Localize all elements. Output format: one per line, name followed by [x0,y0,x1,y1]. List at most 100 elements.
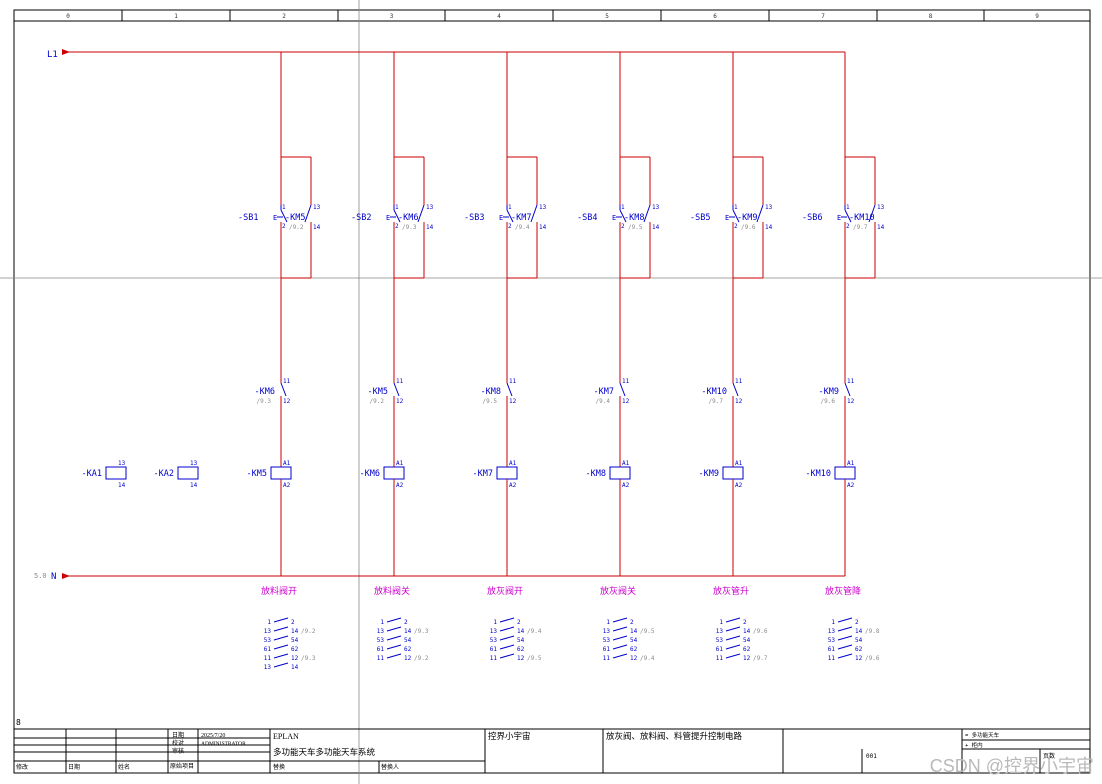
xref-terminal: 12 [743,655,751,662]
button-tag: -SB4 [577,213,597,223]
xref-page-ref: /9.6 [753,628,768,635]
tb-software: EPLAN [273,732,299,741]
coil-tag: -KM10 [805,469,831,479]
hold-contact-ref: /9.6 [741,224,756,231]
terminal-number: 2 [508,223,512,230]
tb-original-label: 原始项目 [170,762,194,770]
xref-terminal: 13 [264,628,272,635]
xref-terminal: 14 [855,628,863,635]
coil-box [105,466,127,480]
xref-terminal: 53 [828,637,836,644]
interlock-tag: -KM8 [481,387,501,397]
xref-contact [273,662,289,668]
xref-terminal: 2 [404,619,408,626]
terminal-number: 14 [652,224,660,231]
xref-contact [725,653,741,659]
xref-terminal: 1 [267,619,271,626]
button-contact-blade [732,209,740,223]
tb-right-1: = 多功能天车 [965,731,1000,739]
xref-terminal: 62 [517,646,525,653]
xref-terminal: 2 [630,619,634,626]
xref-terminal: 54 [855,637,863,644]
xref-terminal: 1 [831,619,835,626]
xref-contact [273,635,289,641]
interlock-ref: /9.5 [483,398,498,405]
button-tag: -SB3 [464,213,484,223]
xref-terminal: 61 [264,646,272,653]
terminal-number: 12 [622,398,630,405]
xref-page-ref: /9.5 [640,628,655,635]
xref-terminal: 1 [493,619,497,626]
interlock-tag: -KM7 [594,387,614,397]
xref-page-ref: /9.2 [414,655,429,662]
xref-terminal: 13 [490,628,498,635]
terminal-number: 13 [539,204,547,211]
xref-terminal: 12 [855,655,863,662]
circuit-column: 12E-SB31314-KM7/9.41112-KM8/9.5A1A2-KM7放… [464,52,547,597]
xref-terminal: 62 [404,646,412,653]
xref-contact [837,653,853,659]
terminal-number: A2 [622,482,630,489]
xref-terminal: 13 [716,628,724,635]
circuit-column: 12E-SB11314-KM5/9.21112-KM6/9.3A1A2-KM5放… [238,52,321,597]
xref-contact [837,644,853,650]
actuator-e: E [837,214,841,222]
interlock-contact-blade [280,382,287,397]
xref-contact [499,617,515,623]
coil-box [609,466,631,480]
xref-contact [386,644,402,650]
rail-label-l1: L1 [47,50,58,60]
xref-terminal: 54 [291,637,299,644]
grid-label: 3 [390,13,394,20]
interlock-tag: -KM5 [368,387,388,397]
rail-label-n: N [51,572,56,582]
xref-terminal: 54 [630,637,638,644]
circuit-column: 12E-SB61314-KM10/9.71112-KM9/9.6A1A2-KM1… [802,52,885,597]
xref-contact [386,617,402,623]
xref-contact [386,653,402,659]
terminal-number: 11 [509,378,517,385]
function-label: 放灰管升 [713,585,749,597]
tb-sheet-label: 页数 [1043,752,1055,760]
interlock-contact-blade [732,382,739,397]
actuator-e: E [499,214,503,222]
xref-terminal: 62 [743,646,751,653]
tb-check-label: 校对 [172,739,184,747]
xref-terminal: 61 [716,646,724,653]
button-tag: -SB5 [690,213,710,223]
terminal-number: 2 [395,223,399,230]
coil-tag: -KM6 [360,469,380,479]
hold-contact-tag: -KM10 [849,213,875,223]
terminal-number: A2 [396,482,404,489]
grid-label: 4 [497,13,501,20]
actuator-e: E [725,214,729,222]
xref-page-ref: /9.8 [865,628,880,635]
xref-terminal: 53 [716,637,724,644]
terminal-number: 14 [539,224,547,231]
xref-contact [612,644,628,650]
button-contact-blade [506,209,514,223]
terminal-number: 13 [426,204,434,211]
terminal-number: 14 [877,224,885,231]
xref-contact [612,653,628,659]
terminal-number: 12 [735,398,743,405]
xref-contact [612,635,628,641]
xref-contact [273,653,289,659]
terminal-number: 2 [734,223,738,230]
terminal-number: A1 [847,460,855,467]
xref-contact [837,617,853,623]
hold-contact-ref: /9.7 [853,224,868,231]
button-contact-blade [280,209,288,223]
xref-terminal: 1 [380,619,384,626]
hold-contact-blade [304,204,312,223]
terminal-number: A1 [622,460,630,467]
actuator-e: E [273,214,277,222]
terminal-number: 12 [283,398,291,405]
hold-contact-tag: -KM7 [511,213,531,223]
terminal-number: 2 [282,223,286,230]
tb-date-label: 日期 [172,731,184,739]
